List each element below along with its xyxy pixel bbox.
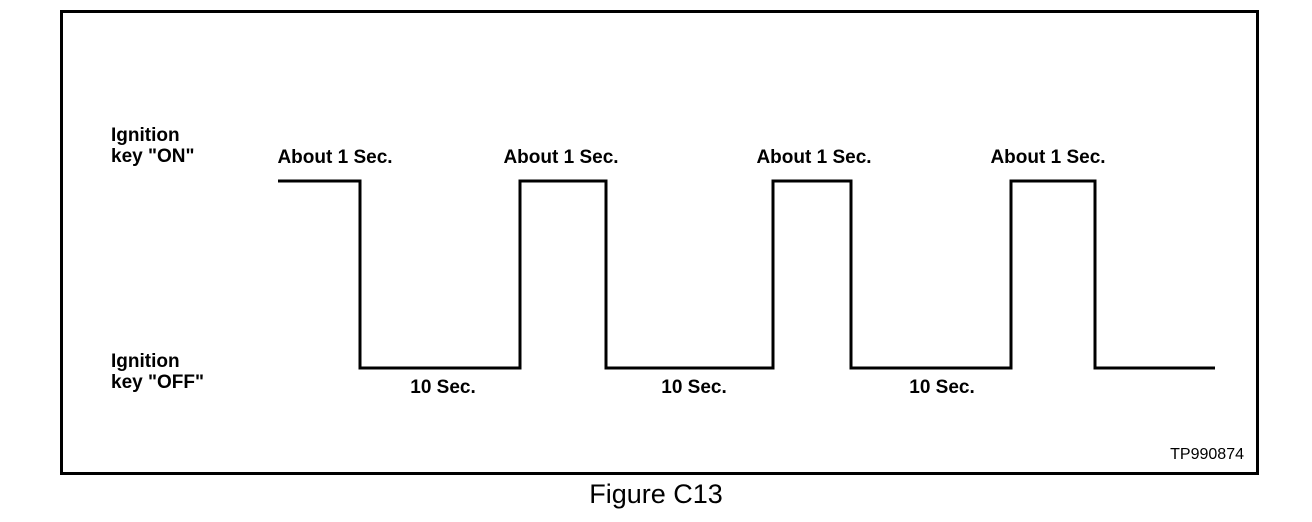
pulse-on-label-3: About 1 Sec.: [756, 147, 872, 168]
pulse-off-label-1: 10 Sec.: [410, 377, 476, 398]
signal-high-label-line2: key "ON": [111, 146, 195, 167]
signal-low-label-line2: key "OFF": [111, 372, 204, 393]
pulse-on-label-4: About 1 Sec.: [990, 147, 1106, 168]
signal-low-label: Ignition key "OFF": [111, 351, 204, 393]
figure-ref-code: TP990874: [1170, 446, 1244, 463]
timing-waveform: [278, 179, 1215, 370]
pulse-on-label-2: About 1 Sec.: [503, 147, 619, 168]
figure-frame: Ignition key "ON" Ignition key "OFF" Abo…: [60, 10, 1259, 475]
pulse-on-label-1: About 1 Sec.: [277, 147, 393, 168]
pulse-off-label-3: 10 Sec.: [909, 377, 975, 398]
signal-low-label-line1: Ignition: [111, 351, 180, 372]
waveform-path: [278, 179, 1215, 370]
figure-caption: Figure C13: [589, 479, 723, 509]
signal-high-label: Ignition key "ON": [111, 125, 195, 167]
pulse-off-label-2: 10 Sec.: [661, 377, 727, 398]
signal-high-label-line1: Ignition: [111, 125, 180, 146]
